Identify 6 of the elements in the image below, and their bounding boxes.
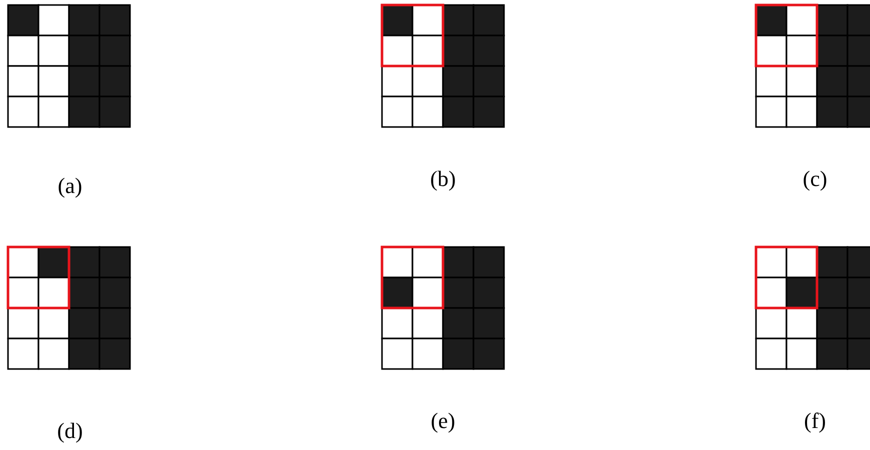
panel-label: (b) [430,168,456,190]
panel-label: (e) [430,410,456,432]
panel-label: (f) [804,410,826,432]
panel-label: (a) [58,175,82,197]
panel-label: (c) [802,168,828,190]
panel-label: (d) [57,420,83,442]
